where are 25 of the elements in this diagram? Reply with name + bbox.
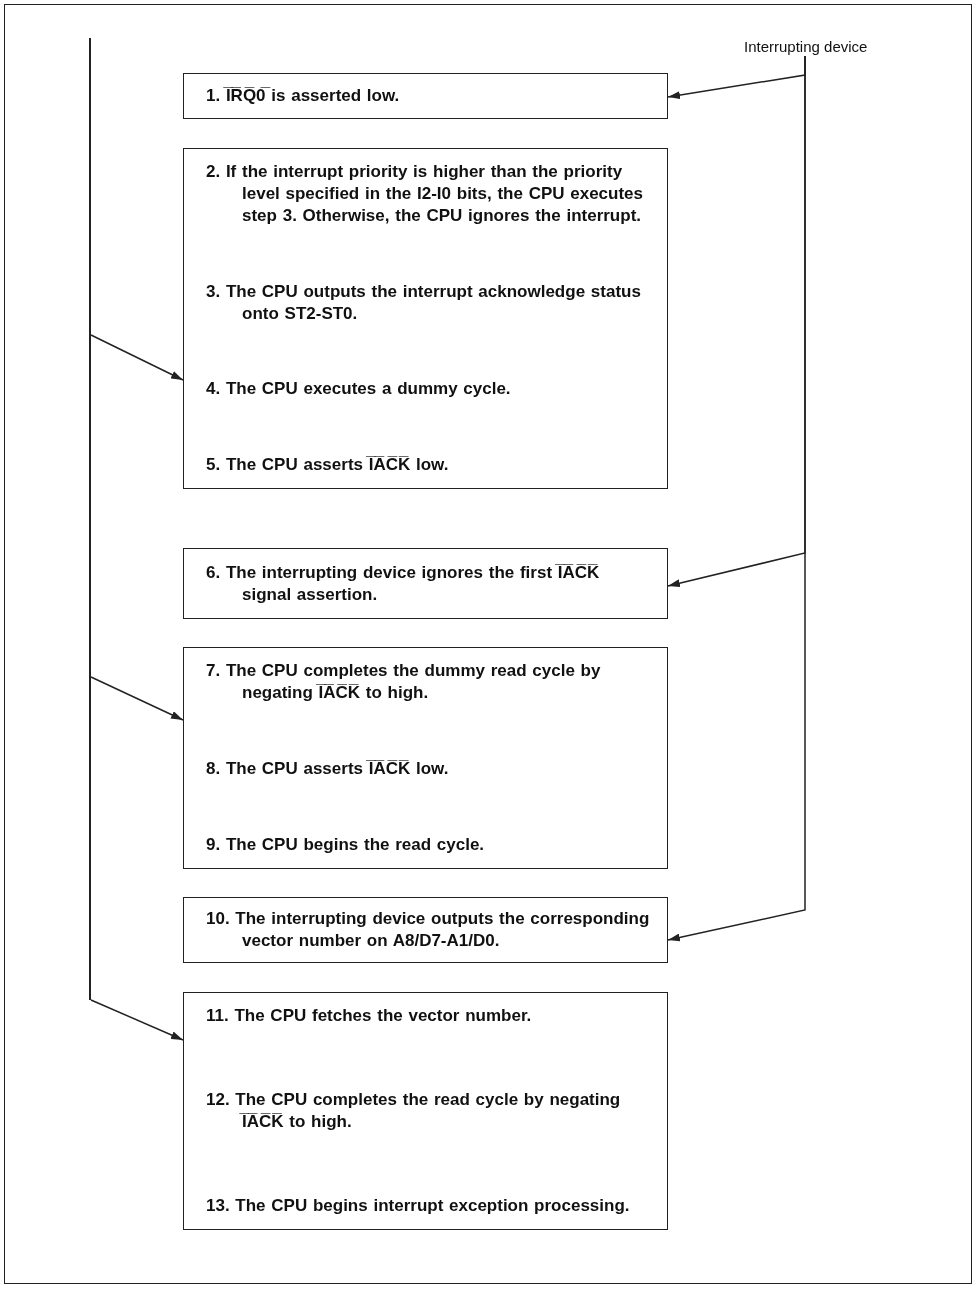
step-box	[183, 992, 668, 1230]
arrow	[667, 55, 806, 942]
step-text: 13. The CPU begins interrupt exception processing.	[206, 1195, 631, 1217]
step-text: 9. The CPU begins the read cycle.	[206, 834, 486, 856]
step-text: 1. I̅R̅Q̅0̅ is asserted low.	[206, 85, 401, 107]
step-box	[183, 647, 668, 869]
step-text: 6. The interrupting device ignores the first I̅A̅C̅K̅ signal assertion.	[206, 561, 601, 606]
step-box	[183, 73, 668, 119]
step-box	[183, 548, 668, 619]
step-text: 11. The CPU fetches the vector number.	[206, 1005, 533, 1027]
arrow	[90, 676, 184, 721]
step-text: 2. If the interrupt priority is higher than the priority level specified in the I2-I0 bits, the CPU executes step 3. Otherwise, the CPU ignores the interrupt.	[206, 161, 645, 227]
step-box	[183, 897, 668, 963]
step-text: 10. The interrupting device outputs the corresponding vector number on A8/D7-A1/D0.	[206, 908, 651, 952]
step-text: 3. The CPU outputs the interrupt acknowledge status onto ST2-ST0.	[206, 280, 642, 325]
step-text: 7. The CPU completes the dummy read cycle by negating I̅A̅C̅K̅ to high.	[206, 660, 602, 704]
step-text: 8. The CPU asserts I̅A̅C̅K̅ low.	[206, 758, 450, 780]
step-text: 5. The CPU asserts I̅A̅C̅K̅ low.	[206, 453, 450, 476]
arrow	[90, 999, 184, 1041]
step-text: 4. The CPU executes a dummy cycle.	[206, 378, 512, 401]
device-label: Interrupting device	[744, 38, 868, 55]
step-text: 12. The CPU completes the read cycle by negating I̅A̅C̅K̅ to high.	[206, 1089, 622, 1133]
step-box	[183, 148, 668, 489]
arrow	[90, 334, 184, 381]
bus-line	[89, 38, 91, 1000]
